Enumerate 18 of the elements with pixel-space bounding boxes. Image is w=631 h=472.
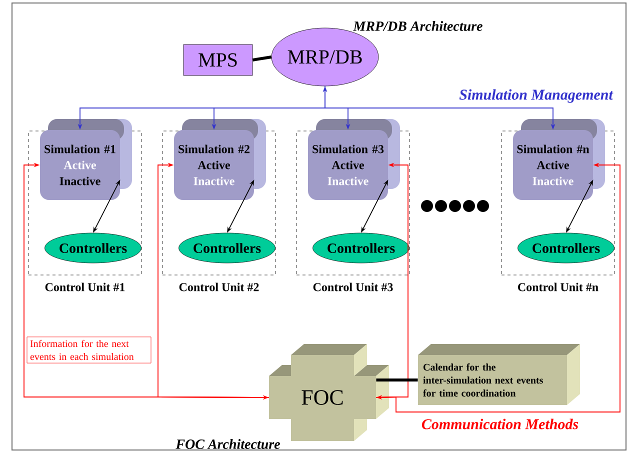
- node-label: Control Unit #3: [313, 282, 393, 292]
- node-label: Control Unit #2: [179, 282, 259, 292]
- simulation-box: Simulation #n Active Inactive: [513, 119, 605, 200]
- calendar-box: Calendar for the inter-simulation next events for time coordination: [418, 344, 580, 405]
- node-label: Control Unit #n: [518, 282, 598, 292]
- connector: [252, 56, 272, 62]
- process-box: MPS: [183, 44, 253, 76]
- connector: [158, 162, 270, 398]
- note-box: Information for the next events in each simulation: [26, 336, 152, 364]
- architecture-label: FOC Architecture: [176, 439, 280, 449]
- simulation-box: Simulation #1 Active Inactive: [40, 119, 132, 200]
- cross-block: FOC: [269, 344, 389, 441]
- node-label: Control Unit #1: [45, 282, 125, 292]
- section-label: Communication Methods: [422, 418, 578, 430]
- simulation-box: Simulation #3 Active Inactive: [308, 119, 400, 200]
- connector: [376, 378, 418, 382]
- simulation-box: Simulation #2 Active Inactive: [174, 119, 266, 200]
- section-label: Simulation Management: [459, 89, 614, 103]
